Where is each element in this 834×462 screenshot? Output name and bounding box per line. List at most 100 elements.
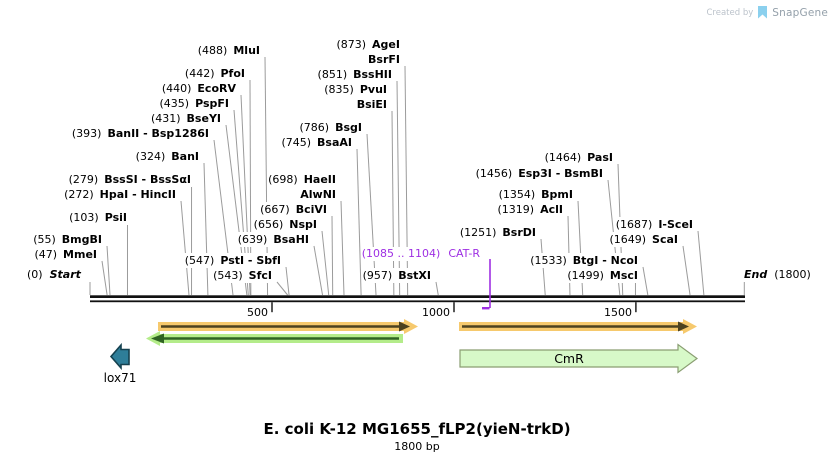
site-label-esp3i-bsmbi[interactable]: (1456)Esp3I - BsmBI — [474, 166, 604, 181]
site-label-i-scei[interactable]: (1687)I-SceI — [614, 217, 694, 232]
site-pos: (698) — [268, 173, 298, 186]
ruler-number-1500: 1500 — [604, 306, 632, 319]
map-subtitle: 1800 bp — [394, 440, 440, 453]
site-name: HpaI - HincII — [99, 188, 176, 201]
watermark-brand: SnapGene — [772, 6, 828, 19]
site-label-bcivi[interactable]: (667)BciVI — [259, 202, 328, 217]
site-label-bpmi[interactable]: (1354)BpmI — [497, 187, 574, 202]
callout-line — [101, 260, 108, 296]
site-pos: (1499) — [567, 269, 604, 282]
feature-lox71-label[interactable]: lox71 — [103, 371, 137, 385]
site-label-nspi[interactable]: (656)NspI — [252, 217, 318, 232]
site-label-psii[interactable]: (103) PsiI — [68, 210, 128, 225]
site-label-bsgi[interactable]: (786) BsgI — [298, 120, 363, 135]
site-label-mmei[interactable]: (47)MmeI — [33, 247, 98, 262]
site-name: BanII - Bsp1286I — [107, 127, 209, 140]
site-pos: (442) — [184, 67, 215, 80]
site-label-acli[interactable]: (1319) AclI — [496, 202, 564, 217]
site-label-pspfi[interactable]: (435)PspFI — [158, 96, 230, 111]
site-name: BsrFI — [368, 53, 400, 66]
start-name: Start — [49, 268, 81, 281]
site-pos: (851) — [317, 68, 348, 81]
site-label-bsshii[interactable]: (851)BssHII — [316, 67, 393, 82]
site-name: BsaHI — [273, 233, 309, 246]
site-pos: (1533) — [530, 254, 567, 267]
site-pos: (745) — [281, 136, 312, 149]
site-name: PvuI — [359, 83, 387, 96]
feature-cmr-arrow[interactable] — [459, 343, 699, 374]
site-label-pfoi[interactable]: (442)PfoI — [183, 66, 246, 81]
site-name: BsgI — [335, 121, 362, 134]
site-label-bani[interactable]: (324) BanI — [134, 149, 200, 164]
site-name: AclI — [540, 203, 563, 216]
site-label-banii-bsp1286i[interactable]: (393) BanII - Bsp1286I — [70, 126, 210, 141]
site-label-mlui[interactable]: (488) MluI — [196, 43, 261, 58]
start-label[interactable]: (0)Start — [27, 268, 81, 282]
site-label-bsaai[interactable]: (745) BsaAI — [280, 135, 353, 150]
site-label-ecorv[interactable]: (440)EcoRV — [160, 81, 237, 96]
site-pos: (324) — [135, 150, 166, 163]
site-label-scai[interactable]: (1649)ScaI — [608, 232, 679, 247]
site-pos: (431) — [150, 112, 181, 125]
callout-line — [642, 266, 649, 296]
feature-green-arrow[interactable] — [146, 331, 403, 346]
site-pos: (873) — [336, 38, 367, 51]
site-pos: (656) — [253, 218, 284, 231]
site-name: PspFI — [195, 97, 229, 110]
site-name: MluI — [233, 44, 260, 57]
site-pos: (786) — [299, 121, 330, 134]
site-label-pasi[interactable]: (1464)PasI — [543, 150, 614, 165]
site-label-bstxi[interactable]: (957)BstXI — [361, 268, 432, 283]
feature-orange-arrow-1[interactable] — [158, 319, 418, 334]
site-label-sfci[interactable]: (543)SfcI — [212, 268, 273, 283]
site-pos: (393) — [71, 127, 102, 140]
site-name: BsrDI — [502, 226, 536, 239]
map-title: E. coli K-12 MG1655_fLP2(yieN-trkD) — [263, 420, 571, 438]
site-name: BstXI — [398, 269, 431, 282]
callout-line — [276, 281, 288, 296]
callout-line — [697, 230, 705, 296]
end-label[interactable]: End(1800) — [744, 268, 811, 282]
site-pos: (488) — [197, 44, 228, 57]
feature-lox71-arrow[interactable] — [109, 342, 130, 371]
feature-cmr-label[interactable]: CmR — [554, 351, 584, 366]
site-label-bsssi-bsss-i[interactable]: (279)BssSI - BssSαI — [67, 172, 192, 187]
site-pos: (1319) — [497, 203, 535, 216]
site-label-bsahi[interactable]: (639)BsaHI — [236, 232, 310, 247]
site-name: BanI — [171, 150, 199, 163]
site-pos: (1251) — [459, 226, 497, 239]
site-label-bmgbi[interactable]: (55)BmgBI — [32, 232, 103, 247]
callout-line — [396, 80, 401, 296]
site-pos: (1687) — [615, 218, 653, 231]
site-pos: (1649) — [609, 233, 647, 246]
feature-orange-arrow-2[interactable] — [459, 319, 697, 334]
site-label-hpai-hincii[interactable]: (272)HpaI - HincII — [63, 187, 177, 202]
site-label-msci[interactable]: (1499)MscI — [566, 268, 639, 283]
ruler-number-1000: 1000 — [422, 306, 450, 319]
callout-line — [106, 245, 111, 296]
ruler-number-500: 500 — [247, 306, 268, 319]
callout-line — [313, 245, 324, 296]
site-pos: (1456) — [475, 167, 513, 180]
site-label-btgi-ncoi[interactable]: (1533)BtgI - NcoI — [529, 253, 639, 268]
feature-catr-label[interactable]: (1085 .. 1104)CAT-R — [361, 247, 480, 261]
site-name: PasI — [587, 151, 613, 164]
site-name: PstI - SbfI — [220, 254, 281, 267]
catr-range: (1085 .. 1104) — [361, 247, 441, 260]
site-label-bsrdi[interactable]: (1251) BsrDI — [458, 225, 537, 240]
site-name: PsiI — [104, 211, 127, 224]
feature-catr-marker[interactable] — [482, 259, 491, 310]
site-pos: (835) — [324, 83, 354, 96]
site-pos: (55) — [33, 233, 56, 246]
site-pos: (103) — [69, 211, 99, 224]
site-name: BciVI — [295, 203, 327, 216]
site-label-psti-sbfi[interactable]: (547)PstI - SbfI — [183, 253, 282, 268]
site-label-bseyi[interactable]: (431)BseYI — [149, 111, 222, 126]
site-name: BsaAI — [317, 136, 352, 149]
snapgene-logo-icon — [758, 6, 768, 19]
watermark-created-by: Created by — [706, 7, 754, 18]
watermark: Created by SnapGene — [706, 6, 828, 19]
